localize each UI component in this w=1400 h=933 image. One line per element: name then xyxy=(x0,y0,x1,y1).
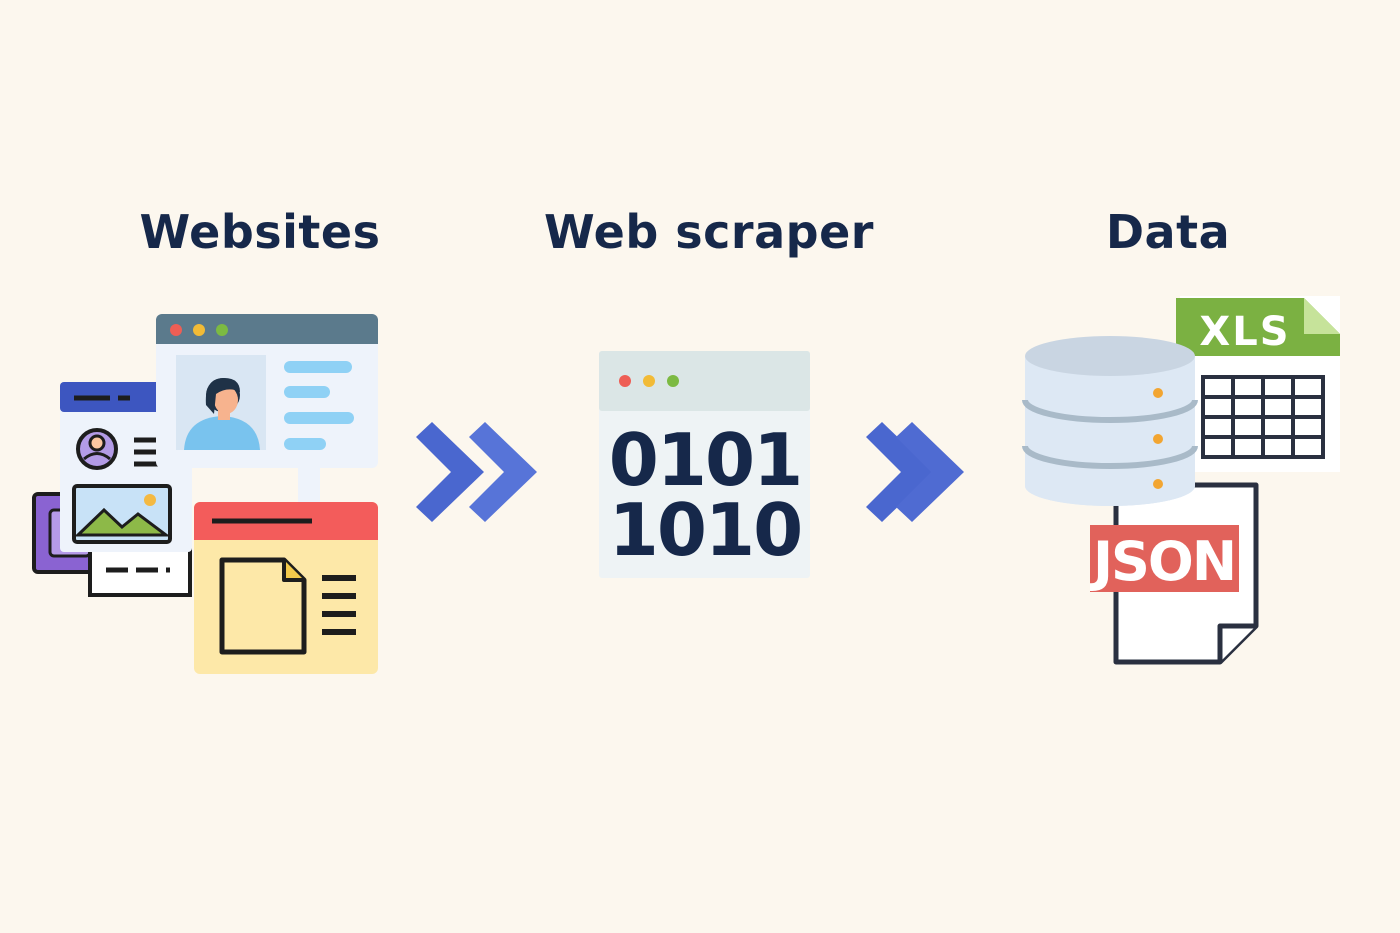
stage-label-data: Data xyxy=(1105,205,1231,259)
binary-line-1: 0101 xyxy=(609,418,801,502)
code-window-icon: 0101 1010 xyxy=(599,351,810,578)
double-chevron-icon xyxy=(416,422,537,522)
binary-line-2: 1010 xyxy=(609,488,801,572)
stage-label-web-scraper: Web scraper xyxy=(544,205,874,259)
xls-file-icon: XLS xyxy=(1176,296,1340,472)
json-label: JSON xyxy=(1089,530,1235,593)
xls-label: XLS xyxy=(1199,309,1290,355)
database-icon xyxy=(1022,336,1198,506)
chevron-right-icon xyxy=(866,422,964,522)
json-file-icon: JSON xyxy=(1089,482,1259,665)
website-windows-icon xyxy=(32,314,378,674)
stage-label-websites: Websites xyxy=(139,205,381,259)
